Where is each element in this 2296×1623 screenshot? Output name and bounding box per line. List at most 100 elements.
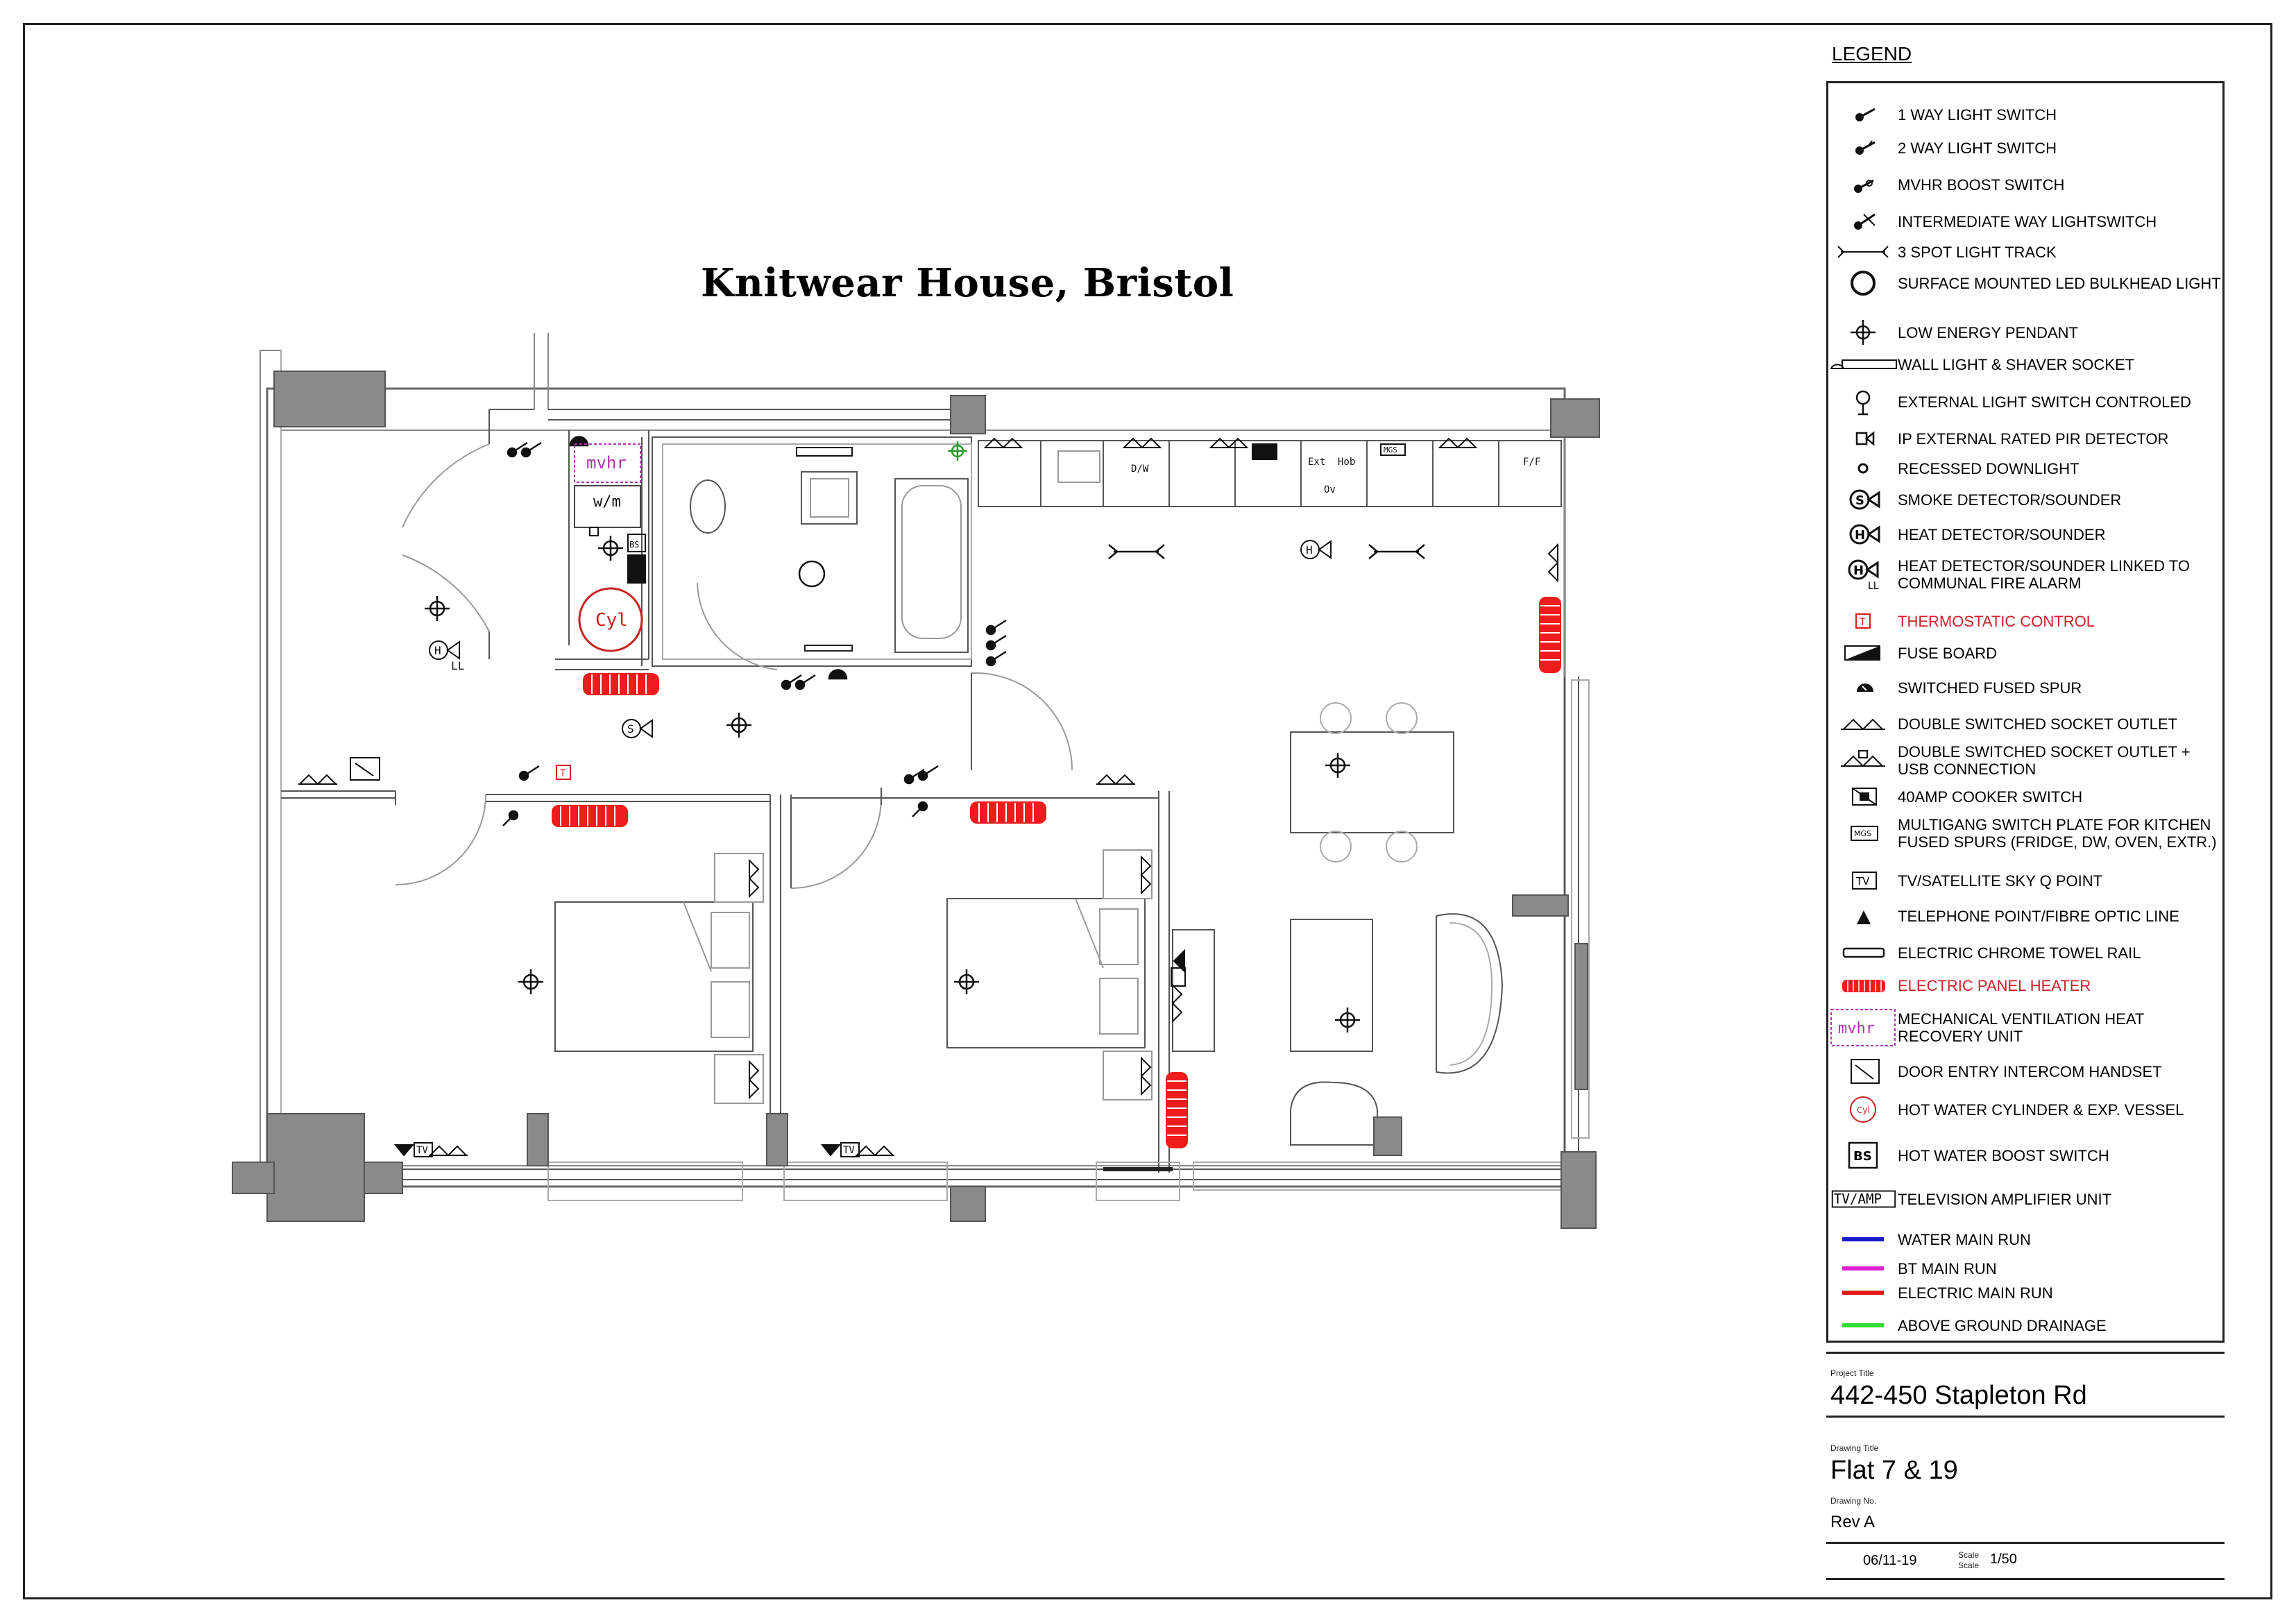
low-energy-pendant-icon (425, 596, 450, 621)
plan-label-ov: Ov (1324, 484, 1336, 495)
switched-fused-spur-icon (569, 436, 589, 447)
column (766, 1113, 788, 1166)
low-energy-pendant-icon (948, 441, 967, 461)
column (527, 1113, 549, 1166)
project-title-label: Project Title (1830, 1368, 1874, 1378)
recessed-downlight-icon (1828, 454, 1898, 482)
legend-label: 2 WAY LIGHT SWITCH (1898, 139, 2057, 157)
water-main-run-icon (1828, 1225, 1898, 1253)
heat-detector-linked-icon: H LL (1828, 559, 1898, 590)
legend-label: EXTERNAL LIGHT SWITCH CONTROLED (1898, 393, 2191, 411)
legend-label: DOUBLE SWITCHED SOCKET OUTLET (1898, 715, 2177, 733)
kitchen-counter (978, 440, 1562, 507)
1-way-light-switch-icon (985, 619, 1007, 636)
legend-label: INTERMEDIATE WAY LIGHTSWITCH (1898, 212, 2157, 230)
heat-detector-icon (1300, 540, 1332, 559)
sofa (1436, 913, 1504, 1074)
column (1373, 1116, 1402, 1156)
washing-machine-box (574, 485, 641, 528)
legend-item: SWITCHED FUSED SPUR (1828, 674, 2224, 702)
legend-label: WATER MAIN RUN (1898, 1230, 2031, 1248)
legend-item: ABOVE GROUND DRAINAGE (1828, 1311, 2224, 1339)
legend-heading: LEGEND (1832, 43, 1912, 65)
legend-label: HEAT DETECTOR/SOUNDER LINKED TO COMMUNAL… (1898, 557, 2190, 592)
legend-label: TELEVISION AMPLIFIER UNIT (1898, 1190, 2112, 1208)
legend-item: INTERMEDIATE WAY LIGHTSWITCH (1828, 207, 2224, 235)
armchair (1290, 1081, 1378, 1146)
plan-label-h: H (1306, 543, 1313, 556)
tv-amp-icon: TV/AMP (1828, 1185, 1898, 1213)
coffee-table (1290, 919, 1373, 1052)
legend-item: FUSE BOARD (1828, 639, 2224, 667)
plan-label-dw: D/W (1131, 464, 1149, 475)
legend-label: LOW ENERGY PENDANT (1898, 323, 2078, 341)
legend-label: ELECTRIC CHROME TOWEL RAIL (1898, 944, 2141, 962)
dining-table (1290, 731, 1454, 833)
legend-label: ABOVE GROUND DRAINAGE (1898, 1316, 2107, 1334)
drawing-no: Rev A (1830, 1513, 1876, 1531)
svg-text:H: H (1853, 563, 1864, 578)
low-energy-pendant-icon (1325, 753, 1350, 778)
legend-label: IP EXTERNAL RATED PIR DETECTOR (1898, 430, 2169, 448)
legend-item: DOUBLE SWITCHED SOCKET OUTLET (1828, 710, 2224, 738)
double-socket-icon (1096, 774, 1136, 785)
legend-item: ELECTRIC MAIN RUN (1828, 1279, 2224, 1307)
fuse-board-icon (1828, 639, 1898, 667)
towel-rail-icon (1828, 939, 1898, 967)
legend-item: ELECTRIC PANEL HEATER (1828, 971, 2224, 999)
tv-point-icon (840, 1142, 860, 1157)
cooker-switch-icon (1252, 443, 1277, 460)
low-energy-pendant-icon (954, 969, 979, 994)
1-way-light-switch-icon (518, 765, 540, 781)
drawing-title-label: Drawing Title (1830, 1443, 1879, 1453)
tv-unit (1172, 929, 1215, 1052)
double-socket-icon (1172, 983, 1183, 1023)
2-way-light-switch-icon (781, 674, 802, 690)
smoke-detector-icon (622, 719, 653, 738)
mvhr-unit-icon (574, 443, 641, 483)
svg-text:S: S (1855, 493, 1864, 508)
legend-label: TELEPHONE POINT/FIBRE OPTIC LINE (1898, 907, 2179, 925)
legend-item: DOOR ENTRY INTERCOM HANDSET (1828, 1057, 2224, 1086)
legend-label: THERMOSTATIC CONTROL (1898, 612, 2095, 630)
scale-value: 1/50 (1990, 1552, 2017, 1567)
panel-heater-icon (1828, 971, 1898, 999)
svg-text:LL: LL (1868, 581, 1879, 590)
svg-text:Cyl: Cyl (1857, 1105, 1870, 1115)
tv-point-icon: TV (1828, 867, 1898, 894)
legend-label: TV/SATELLITE SKY Q POINT (1898, 872, 2103, 890)
legend-item: Cyl HOT WATER CYLINDER & EXP. VESSEL (1828, 1095, 2224, 1124)
svg-text:BS: BS (1853, 1149, 1872, 1164)
hot-water-boost-icon (627, 534, 646, 552)
legend-label: SMOKE DETECTOR/SOUNDER (1898, 491, 2122, 509)
3-spot-light-track-icon (1368, 544, 1425, 559)
legend-item: WALL LIGHT & SHAVER SOCKET (1828, 350, 2224, 378)
plan-label-mgs: MGS (1384, 445, 1397, 454)
1-way-light-switch-icon (1828, 101, 1898, 128)
towel-rail (804, 645, 853, 652)
low-energy-pendant-icon (726, 713, 751, 738)
title-block-line (1826, 1542, 2225, 1544)
legend-item: IP EXTERNAL RATED PIR DETECTOR (1828, 425, 2224, 452)
scale-label: Scale (1958, 1561, 1980, 1570)
legend-label: MULTIGANG SWITCH PLATE FOR KITCHEN FUSED… (1898, 816, 2217, 851)
pir-detector-icon (1828, 425, 1898, 452)
double-socket-icon (428, 1145, 468, 1156)
panel-heater-icon (1539, 597, 1561, 673)
telephone-point-icon (1173, 949, 1185, 974)
legend-label: HOT WATER CYLINDER & EXP. VESSEL (1898, 1101, 2184, 1119)
1-way-light-switch-icon (985, 650, 1007, 667)
1-way-light-switch-icon (520, 441, 542, 458)
heat-detector-icon: H (1828, 520, 1898, 548)
switched-fused-spur-icon (1828, 674, 1898, 702)
column (266, 1113, 365, 1222)
legend-label: HEAT DETECTOR/SOUNDER (1898, 525, 2106, 543)
legend-item: TELEPHONE POINT/FIBRE OPTIC LINE (1828, 902, 2224, 930)
legend-item: BT MAIN RUN (1828, 1255, 2224, 1282)
plan-label-ext: Ext (1308, 457, 1325, 468)
surface-mounted-led-bulkhead-icon (1828, 269, 1898, 297)
intercom-handset-icon (1828, 1057, 1898, 1086)
